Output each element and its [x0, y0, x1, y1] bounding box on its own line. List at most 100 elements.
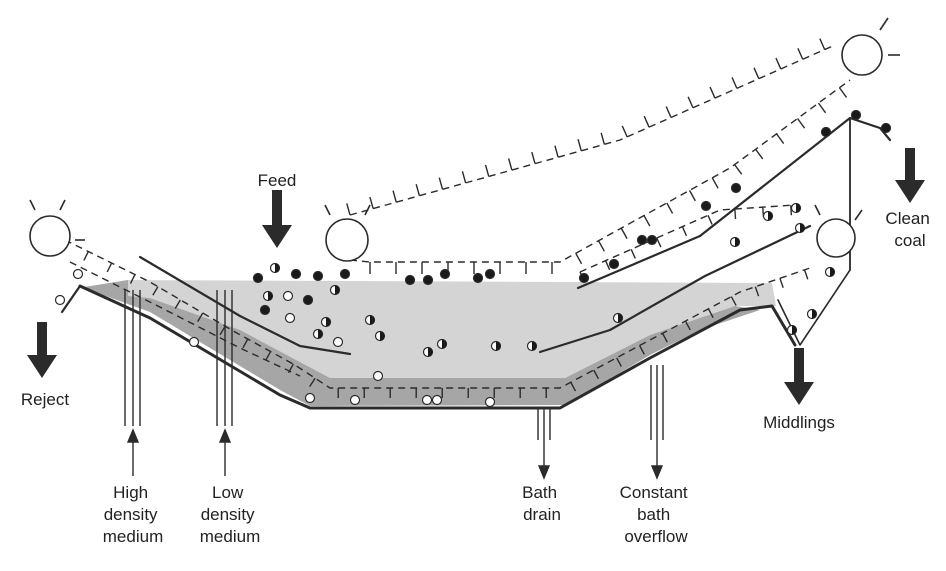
flight-tick: [687, 96, 694, 109]
tail-drum-icon: [324, 204, 371, 262]
clean-coal-particle: [422, 274, 434, 286]
reject-chute: [60, 284, 82, 314]
pipes: [124, 290, 664, 440]
middlings-particle: [790, 202, 802, 214]
feed-arrow-icon: [262, 190, 292, 248]
middlings-particle: [329, 284, 341, 296]
conveyor-flights: [59, 38, 848, 398]
bath-drain-arrow-icon: [537, 465, 551, 480]
flight-tick: [630, 249, 636, 259]
reject-particle: [421, 394, 433, 406]
flight-tick: [616, 357, 622, 367]
flight-tick: [779, 278, 784, 288]
reject-particle: [284, 312, 296, 324]
thin-arrows: [126, 428, 664, 480]
flight-tick: [797, 47, 804, 60]
flight-tick: [554, 145, 559, 158]
middlings-particle: [806, 308, 818, 320]
flight-tick: [707, 308, 714, 318]
middlings-particle: [422, 346, 434, 358]
flight-tick: [219, 325, 226, 336]
clean-coal-particle: [820, 126, 832, 138]
clean-coal-particle: [472, 272, 484, 284]
constant-bath-overflow-label: Constant bath overflow: [620, 483, 693, 546]
flight-tick: [415, 183, 421, 196]
low-density-arrow-icon: [218, 428, 232, 443]
flight-tick: [803, 269, 809, 280]
flight-tick: [621, 125, 628, 138]
flight-tick: [531, 151, 536, 164]
flight-tick: [753, 67, 760, 79]
middlings-particle: [312, 328, 324, 340]
flight-tick: [707, 215, 713, 225]
middlings-particle: [269, 262, 281, 274]
flight-tick: [661, 332, 668, 343]
reject-drum-icon: [29, 199, 85, 257]
flight-tick: [106, 262, 113, 273]
flight-tick: [392, 190, 397, 203]
flight-tick: [790, 205, 793, 216]
flight-tick: [643, 215, 651, 227]
clean-coal-particle: [646, 234, 658, 246]
middlings-particle: [364, 314, 376, 326]
flight-tick: [604, 260, 611, 271]
reject-particle: [431, 394, 443, 406]
feed-chute: [138, 255, 352, 356]
reject-particle: [282, 290, 294, 302]
middlings-particle: [762, 210, 774, 222]
reject-arrow-icon: [27, 322, 57, 378]
flight-tick: [174, 299, 181, 309]
return-chain-top: [349, 44, 836, 216]
flight-tick: [197, 312, 204, 322]
clean-coal-particle: [636, 234, 648, 246]
flight-tick: [665, 106, 672, 118]
middlings-particle: [824, 266, 836, 278]
flight-tick: [129, 274, 136, 284]
lower-chain: [64, 239, 811, 389]
flight-tick: [796, 118, 806, 129]
reject-particle: [188, 336, 200, 348]
middlings-particle: [794, 222, 806, 234]
head-drum-icon: [841, 17, 900, 76]
conveyor-chains: [64, 44, 851, 389]
clean-coal-particle: [850, 109, 862, 121]
clean-coal-particle: [290, 268, 302, 280]
reject-particle: [54, 294, 66, 306]
flight-tick: [593, 369, 600, 380]
middlings-particle: [320, 316, 332, 328]
middlings-chain: [579, 204, 796, 273]
light-medium-layer: [128, 280, 776, 378]
heavy-medium-layer: [78, 280, 760, 406]
clean-coal-particle: [700, 200, 712, 212]
middlings-particle: [526, 340, 538, 352]
bath-drain-label: Bath drain: [522, 483, 562, 524]
flight-tick: [577, 139, 582, 151]
middlings-label: Middlings: [763, 413, 835, 432]
flight-tick: [711, 177, 719, 189]
flight-tick: [731, 77, 738, 89]
clean-coal-particle: [312, 270, 324, 282]
middlings-particle: [490, 340, 502, 352]
clean-coal-particle: [578, 272, 590, 284]
flight-tick: [775, 57, 782, 70]
flight-tick: [242, 338, 249, 349]
middlings-arrow-icon: [784, 348, 814, 405]
flight-tick: [369, 196, 374, 209]
clean-coal-particle: [252, 272, 264, 284]
clean-coal-particle: [439, 268, 451, 280]
clean-coal-particle: [339, 268, 351, 280]
high-density-arrow-icon: [126, 428, 140, 443]
clean-coal-particle: [484, 268, 496, 280]
flight-tick: [730, 296, 737, 306]
flight-tick: [575, 252, 583, 265]
low-density-medium-pipe: [216, 290, 233, 426]
flight-tick: [309, 377, 316, 387]
flight-tick: [709, 86, 716, 99]
thick-arrows: [27, 148, 925, 405]
flight-tick: [287, 363, 294, 374]
flight-tick: [819, 38, 826, 50]
flight-tick: [638, 345, 645, 355]
middlings-particle: [786, 324, 798, 336]
flight-tick: [684, 320, 691, 331]
